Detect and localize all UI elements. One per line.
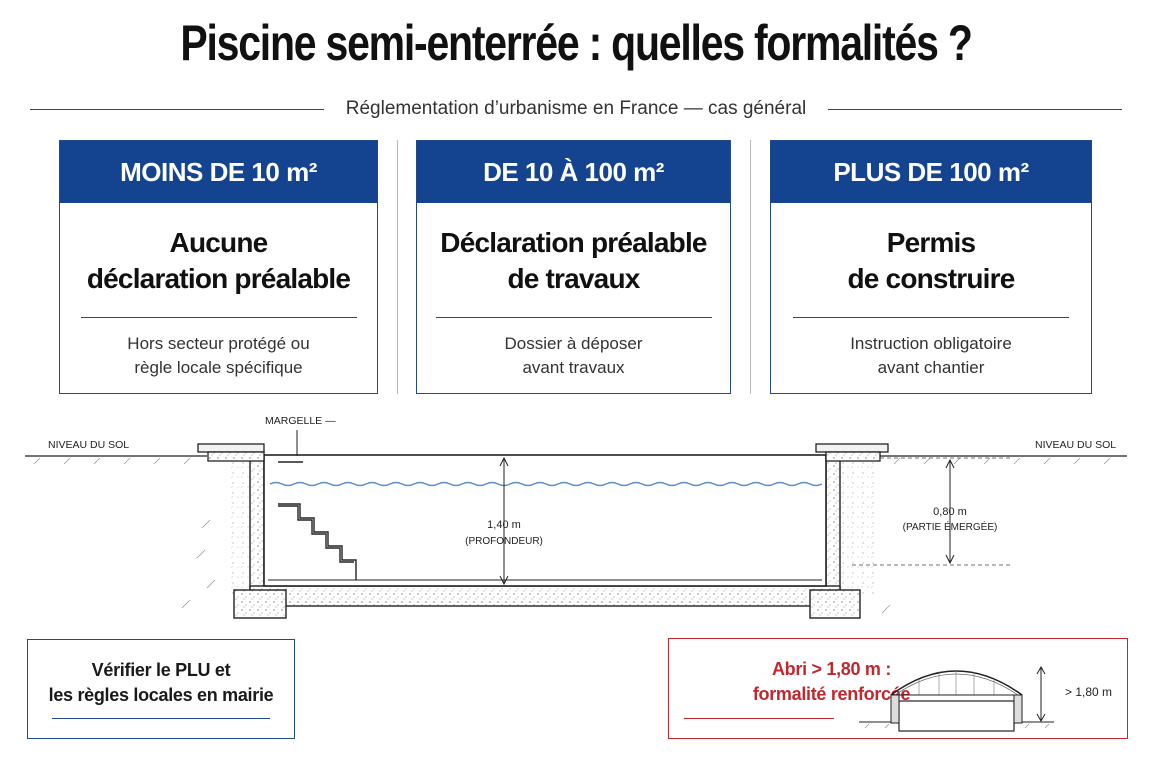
column-divider — [750, 140, 751, 394]
page-title: Piscine semi-enterrée : quelles formalit… — [180, 15, 973, 71]
coping-left-base — [207, 451, 265, 462]
plu-notice-box: Vérifier le PLU et les règles locales en… — [27, 639, 295, 739]
plu-notice-text: Vérifier le PLU et les règles locales en… — [28, 658, 294, 708]
shelter-height-dimension — [1036, 665, 1046, 723]
card-separator — [793, 317, 1069, 318]
shelter-height-label: > 1,80 m — [1065, 685, 1112, 699]
emerged-dimension-line — [945, 458, 955, 565]
card-under-10: MOINS DE 10 m² Aucune déclaration préala… — [59, 140, 378, 394]
card-note: Hors secteur protégé ou règle locale spé… — [60, 332, 377, 380]
ground-hatching-right — [856, 457, 1111, 614]
ground-level-label-left: NIVEAU DU SOL — [48, 439, 129, 451]
card-main: Permis de construire — [771, 225, 1091, 297]
pool-basin — [263, 454, 827, 587]
card-header: PLUS DE 100 m² — [771, 141, 1091, 203]
subtitle-rule-left — [30, 108, 324, 110]
footing-left — [233, 589, 287, 619]
shelter-dome-inner — [894, 673, 1019, 696]
plu-notice-line: Vérifier le PLU et — [91, 660, 231, 680]
card-main-line: Permis — [886, 227, 976, 258]
card-note-line: Instruction obligatoire — [850, 334, 1012, 353]
card-note: Instruction obligatoire avant chantier — [771, 332, 1091, 380]
pool-wall-right — [825, 454, 841, 591]
ground-level-label-right: NIVEAU DU SOL — [1035, 439, 1116, 451]
card-main: Aucune déclaration préalable — [60, 225, 377, 297]
shelter-notice-line: Abri > 1,80 m : — [771, 659, 892, 679]
card-main-line: de travaux — [507, 263, 640, 294]
plu-notice-separator — [52, 718, 270, 719]
card-separator — [80, 317, 357, 318]
shelter-notice-box: Abri > 1,80 m : formalité renforcée > 1,… — [668, 638, 1128, 739]
pool-wall-left — [249, 454, 265, 591]
soil-right — [840, 460, 876, 595]
shelter-notice-separator — [684, 718, 834, 719]
plu-notice-line: les règles locales en mairie — [48, 685, 274, 705]
ground-hatching-left — [33, 457, 216, 609]
card-main: Déclaration préalable de travaux — [417, 225, 730, 297]
card-separator — [435, 317, 712, 318]
pool-floor-slab — [249, 585, 841, 607]
coping-left-top — [197, 443, 265, 453]
shelter-dome-ribs — [918, 670, 995, 695]
page-subtitle: Réglementation d’urbanisme en France — c… — [345, 98, 807, 119]
shelter-illustration: > 1,80 m — [859, 665, 1112, 732]
pool-cross-section: MARGELLE — NIVEAU DU SOL NIVEAU DU SOL 1… — [25, 415, 1127, 619]
column-divider — [397, 140, 398, 394]
emerged-value: 0,80 m — [933, 506, 967, 518]
shelter-dome — [890, 670, 1023, 696]
card-main-line: Aucune — [169, 227, 269, 258]
margelle-label: MARGELLE — — [265, 415, 336, 427]
card-header: DE 10 À 100 m² — [417, 141, 730, 203]
card-note: Dossier à déposer avant travaux — [417, 332, 730, 380]
card-header: MOINS DE 10 m² — [60, 141, 377, 203]
card-note-line: Hors secteur protégé ou — [127, 334, 310, 353]
card-10-to-100: DE 10 À 100 m² Déclaration préalable de … — [416, 140, 731, 394]
coping-right-base — [825, 451, 881, 462]
card-note-line: Dossier à déposer — [504, 334, 643, 353]
card-main-line: déclaration préalable — [86, 263, 351, 294]
card-over-100: PLUS DE 100 m² Permis de construire Inst… — [770, 140, 1092, 394]
card-note-line: règle locale spécifique — [134, 358, 303, 377]
shelter-notice-line: formalité renforcée — [752, 684, 911, 704]
shelter-post-left — [890, 694, 900, 724]
card-main-line: de construire — [847, 263, 1016, 294]
emerged-caption: (PARTIE ÉMERGÉE) — [903, 520, 998, 533]
shelter-pool — [898, 700, 1015, 732]
water-surface — [269, 481, 823, 487]
pool-steps — [278, 461, 357, 580]
coping-right-top — [815, 443, 889, 453]
shelter-notice-text: Abri > 1,80 m : formalité renforcée — [669, 657, 994, 707]
depth-dimension-line — [499, 456, 509, 586]
depth-caption: (PROFONDEUR) — [465, 536, 543, 547]
card-note-line: avant travaux — [522, 358, 625, 377]
card-note-line: avant chantier — [877, 358, 985, 377]
subtitle-rule-right — [828, 108, 1123, 110]
depth-value: 1,40 m — [487, 519, 521, 531]
footing-right — [809, 589, 861, 619]
shelter-post-right — [1013, 694, 1023, 724]
card-main-line: Déclaration préalable — [440, 227, 707, 258]
subtitle-row: Réglementation d’urbanisme en France — c… — [30, 94, 1123, 124]
